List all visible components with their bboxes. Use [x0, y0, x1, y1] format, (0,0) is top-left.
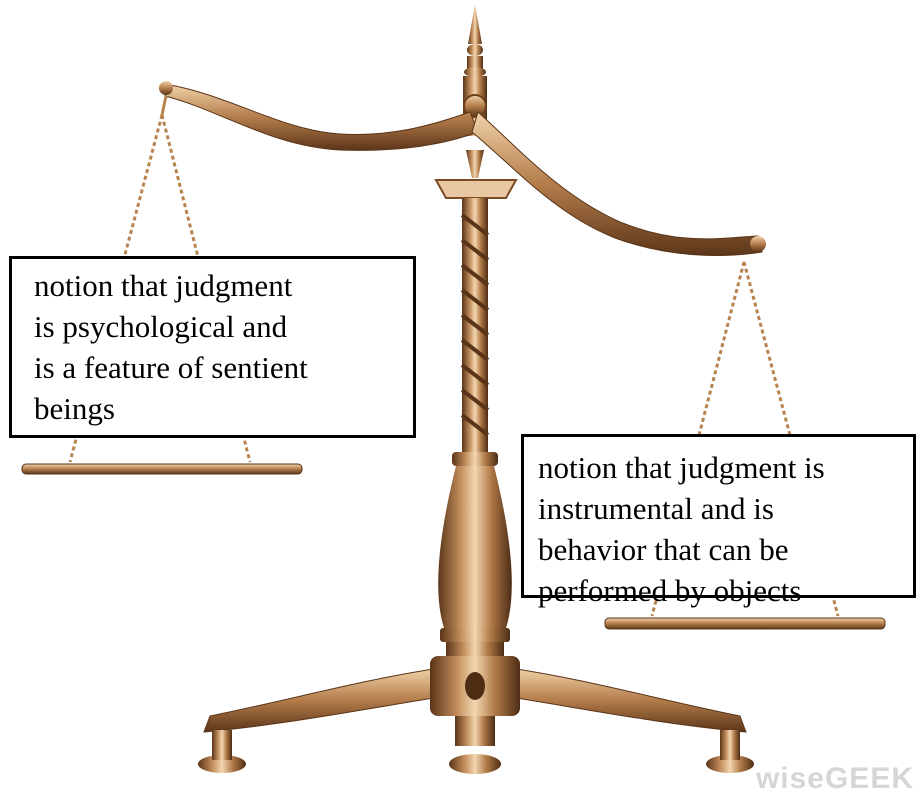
- balance-beam: [159, 81, 766, 256]
- dial: [434, 179, 518, 199]
- twisted-column: [460, 198, 490, 454]
- lower-column: [438, 452, 512, 658]
- finial: [464, 4, 486, 77]
- left-pan-label: notion that judgment is psychological an…: [9, 256, 416, 438]
- watermark: wiseGEEK: [755, 762, 914, 795]
- right-pan: [604, 617, 886, 630]
- base: [198, 656, 754, 774]
- left-pan: [21, 463, 303, 475]
- pointer: [466, 150, 484, 178]
- pivot-knob: [463, 94, 487, 118]
- right-pan-label: notion that judgment is instrumental and…: [521, 434, 916, 608]
